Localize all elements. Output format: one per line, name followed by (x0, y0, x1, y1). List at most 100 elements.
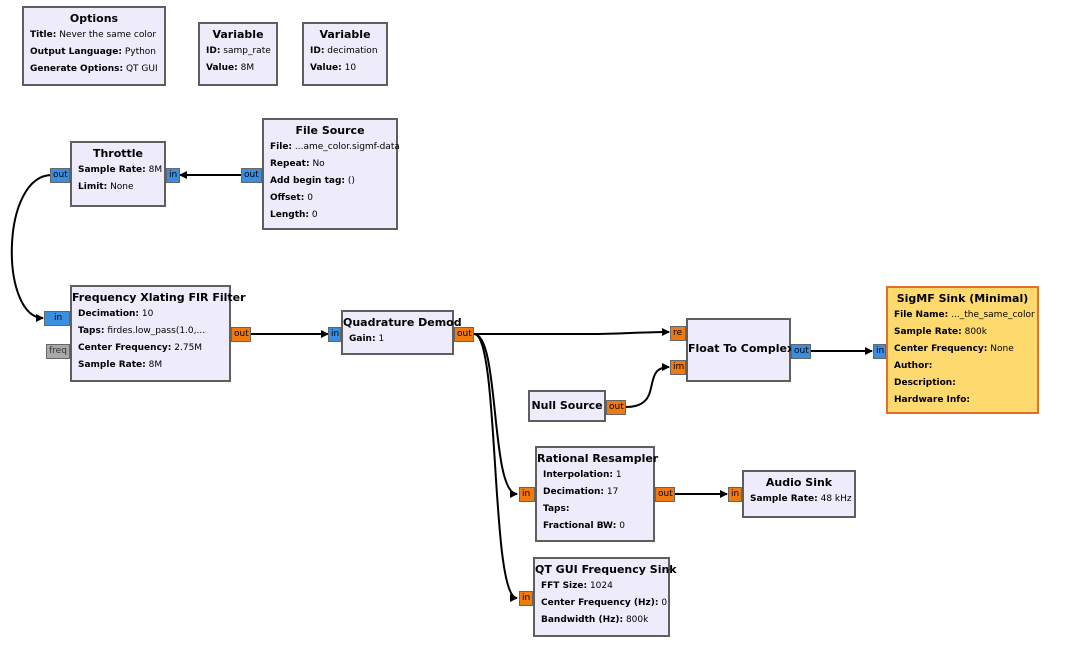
sigmf-sink-block[interactable]: SigMF Sink (Minimal) File Name: ..._the_… (886, 286, 1039, 414)
param-value: ..._the_same_color (951, 310, 1035, 320)
param-value: 10 (141, 309, 154, 319)
quadrature-demod-out-port[interactable]: out (454, 327, 474, 342)
param-value: 0 (661, 598, 668, 608)
param-label: Fractional BW: (543, 521, 617, 531)
rational-resampler-block[interactable]: Rational Resampler Interpolation: 1 Deci… (535, 446, 659, 542)
param-label: Value: (206, 63, 238, 73)
block-title: Null Source (531, 399, 603, 412)
param-label: Description: (894, 378, 956, 388)
param-label: Author: (894, 361, 933, 371)
block-title: QT GUI Frequency Sink (535, 563, 677, 576)
param-value: 0 (311, 210, 318, 220)
param-label: Offset: (270, 193, 305, 203)
block-title: SigMF Sink (Minimal) (896, 292, 1029, 305)
param-value: 48 kHz (820, 494, 852, 504)
throttle-out-port[interactable]: out (50, 168, 70, 183)
block-title: Audio Sink (765, 476, 833, 489)
param-label: Taps: (543, 504, 570, 514)
param-label: Sample Rate: (78, 360, 146, 370)
param-label: Taps: (78, 326, 105, 336)
wire-quad-qtsink (473, 333, 518, 602)
param-value: QT GUI (125, 64, 158, 74)
param-value: () (347, 176, 355, 186)
param-value: Python (124, 47, 157, 57)
param-label: Limit: (78, 182, 108, 192)
param-value: decimation (327, 46, 378, 56)
param-label: Generate Options: (30, 64, 124, 74)
param-value: Never the same color (59, 30, 157, 40)
param-label: Sample Rate: (894, 327, 962, 337)
param-value: ...ame_color.sigmf-data (294, 142, 400, 152)
block-title: Frequency Xlating FIR Filter (72, 291, 246, 304)
file-source-block[interactable]: File Source File: ...ame_color.sigmf-dat… (262, 118, 400, 230)
float-to-complex-out-port[interactable]: out (791, 344, 811, 359)
qt-gui-frequency-sink-in-port[interactable]: in (519, 591, 533, 606)
wire-quad-resampler (473, 333, 518, 498)
param-label: Center Frequency (Hz): (541, 598, 659, 608)
param-value: firdes.low_pass(1.0,... (107, 326, 206, 336)
param-label: Sample Rate: (78, 165, 146, 175)
throttle-block[interactable]: Throttle Sample Rate: 8M Limit: None (70, 141, 166, 207)
param-label: Hardware Info: (894, 395, 971, 405)
block-title: Quadrature Demod (343, 316, 462, 329)
freq-xlating-in-port[interactable]: in (44, 311, 70, 326)
param-value: 1 (615, 470, 622, 480)
wire-throttle-xlating (10, 174, 53, 322)
param-value: 0 (619, 521, 625, 531)
block-title: File Source (295, 124, 365, 137)
freq-xlating-out-port[interactable]: out (231, 327, 251, 342)
audio-sink-in-port[interactable]: in (728, 487, 742, 502)
quadrature-demod-block[interactable]: Quadrature Demod Gain: 1 (341, 310, 462, 355)
param-label: FFT Size: (541, 581, 588, 591)
param-value: 8M (148, 165, 163, 175)
throttle-in-port[interactable]: in (166, 168, 180, 183)
null-source-block[interactable]: Null Source (528, 390, 606, 422)
param-value: 17 (606, 487, 619, 497)
param-label: Decimation: (78, 309, 140, 319)
param-value: 800k (964, 327, 987, 337)
param-value: 1 (378, 334, 385, 344)
float-to-complex-re-port[interactable]: re (670, 326, 686, 341)
file-source-out-port[interactable]: out (241, 168, 262, 183)
qt-gui-frequency-sink-block[interactable]: QT GUI Frequency Sink FFT Size: 1024 Cen… (533, 557, 677, 637)
null-source-out-port[interactable]: out (606, 400, 626, 415)
param-label: File Name: (894, 310, 949, 320)
param-label: Length: (270, 210, 309, 220)
sigmf-sink-in-port[interactable]: in (873, 344, 886, 359)
quadrature-demod-in-port[interactable]: in (328, 327, 341, 342)
param-label: Sample Rate: (750, 494, 818, 504)
param-label: Output Language: (30, 47, 122, 57)
param-label: Bandwidth (Hz): (541, 615, 624, 625)
param-label: ID: (310, 46, 325, 56)
variable-decimation-block[interactable]: Variable ID: decimation Value: 10 (302, 22, 388, 86)
wire-quad-f2c (474, 328, 670, 337)
param-label: File: (270, 142, 293, 152)
audio-sink-block[interactable]: Audio Sink Sample Rate: 48 kHz (742, 470, 856, 518)
variable-samp-rate-block[interactable]: Variable ID: samp_rate Value: 8M (198, 22, 278, 86)
param-label: Add begin tag: (270, 176, 346, 186)
param-value: 8M (240, 63, 255, 73)
param-label: Center Frequency: (78, 343, 172, 353)
param-value: 8M (148, 360, 163, 370)
wire-nullsrc-f2c (625, 363, 670, 408)
freq-xlating-fir-filter-block[interactable]: Frequency Xlating FIR Filter Decimation:… (70, 285, 246, 382)
param-label: Interpolation: (543, 470, 613, 480)
rational-resampler-out-port[interactable]: out (655, 487, 675, 502)
param-value: None (110, 182, 134, 192)
param-value: 800k (625, 615, 649, 625)
param-label: ID: (206, 46, 221, 56)
rational-resampler-in-port[interactable]: in (519, 487, 535, 502)
param-value: No (312, 159, 325, 169)
param-value: samp_rate (223, 46, 271, 56)
block-title: Rational Resampler (537, 452, 659, 465)
freq-xlating-freq-port[interactable]: freq (46, 344, 70, 359)
float-to-complex-block[interactable]: Float To Complex (686, 318, 795, 382)
param-value: 10 (344, 63, 357, 73)
param-label: Title: (30, 30, 57, 40)
block-title: Options (69, 12, 119, 25)
param-label: Repeat: (270, 159, 310, 169)
param-label: Gain: (349, 334, 376, 344)
options-block[interactable]: Options Title: Never the same color Outp… (22, 6, 166, 86)
block-title: Float To Complex (688, 342, 795, 355)
float-to-complex-im-port[interactable]: im (670, 360, 686, 375)
